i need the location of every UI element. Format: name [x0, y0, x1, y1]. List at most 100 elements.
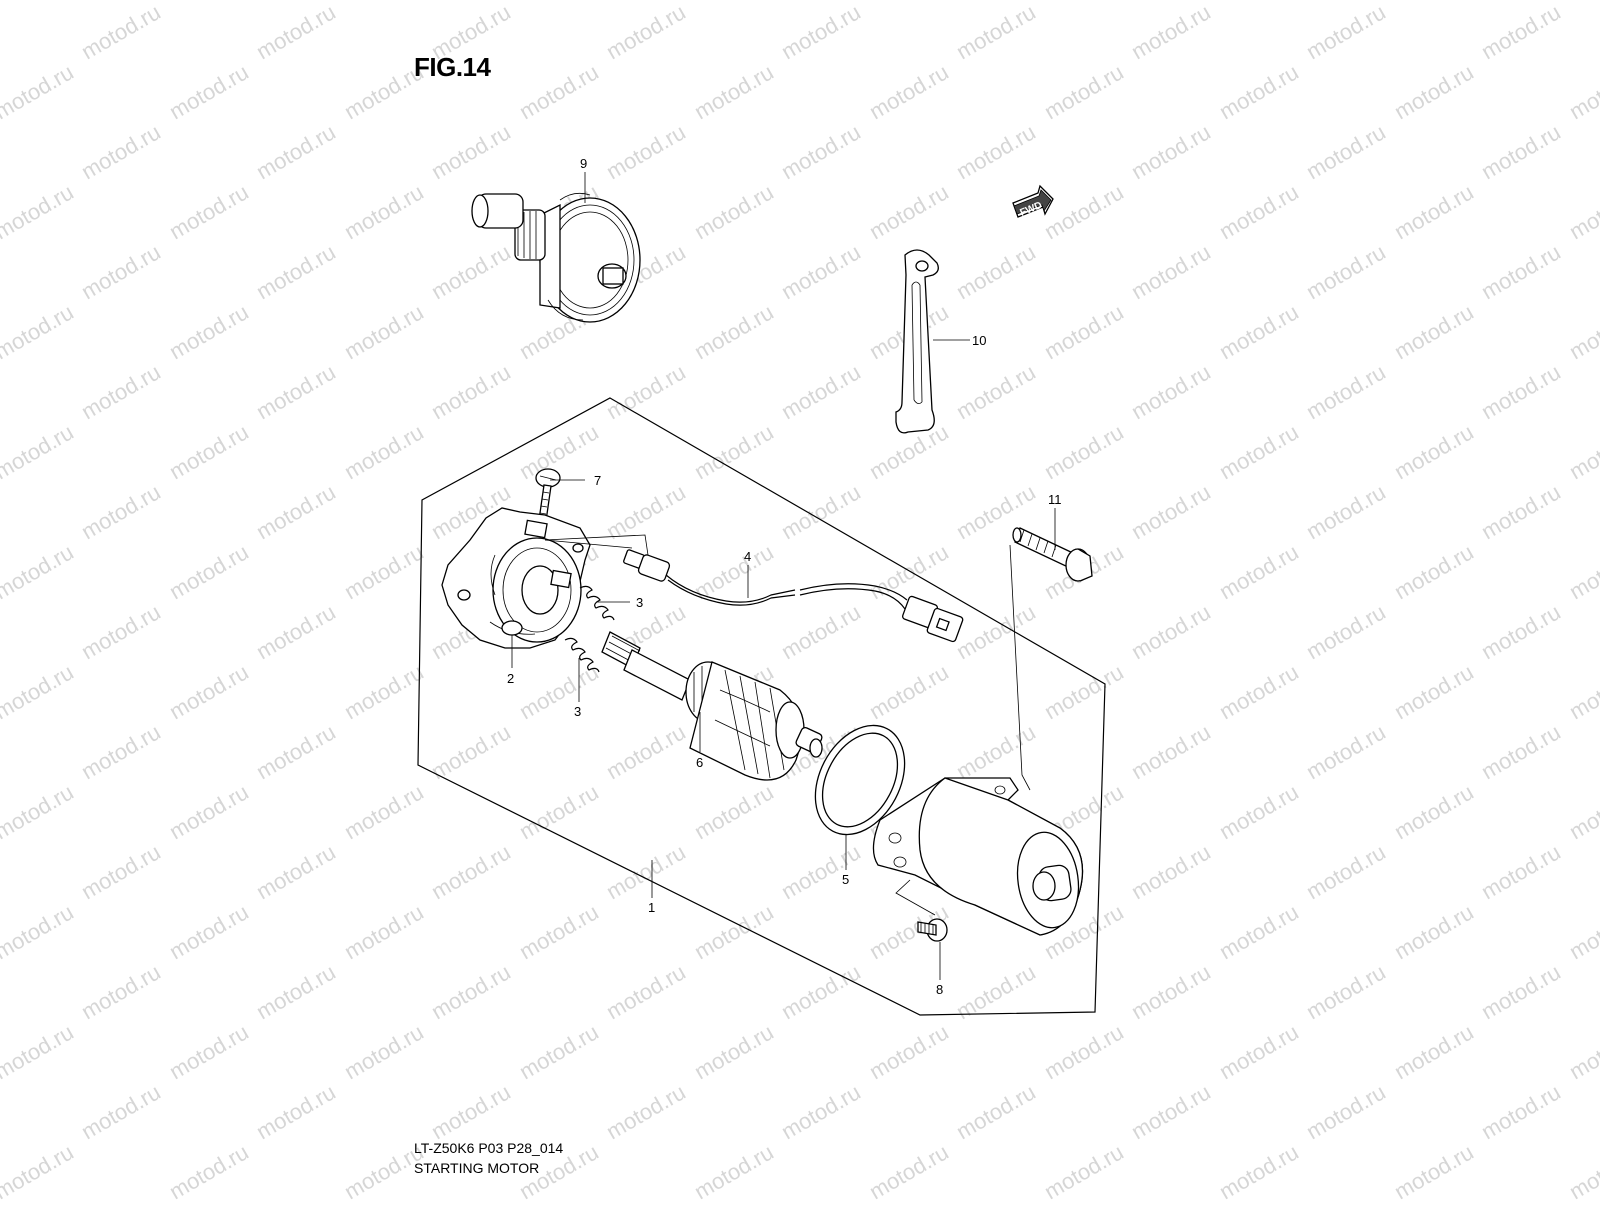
watermark-text: motod.ru	[865, 539, 953, 604]
watermark-text: motod.ru	[1390, 1139, 1478, 1200]
watermark-text: motod.ru	[252, 599, 340, 664]
watermark-text: motod.ru	[690, 0, 778, 4]
watermark-text: motod.ru	[77, 359, 165, 424]
watermark-text: motod.ru	[165, 899, 253, 964]
watermark-text: motod.ru	[340, 659, 428, 724]
part-5-o-ring[interactable]	[797, 710, 922, 850]
watermark-text: motod.ru	[865, 659, 953, 724]
watermark-text: motod.ru	[165, 1019, 253, 1084]
watermark-text: motod.ru	[1302, 839, 1390, 904]
watermark-text: motod.ru	[77, 1079, 165, 1144]
watermark-text: motod.ru	[1302, 119, 1390, 184]
watermark-text: motod.ru	[1477, 119, 1565, 184]
watermark-text: motod.ru	[1127, 0, 1215, 64]
callout-3-lower: 3	[574, 704, 581, 719]
watermark-text: motod.ru	[1477, 479, 1565, 544]
watermark-text: motod.ru	[1215, 299, 1303, 364]
watermark-text: motod.ru	[340, 779, 428, 844]
watermark-text: motod.ru	[427, 359, 515, 424]
watermark-text: motod.ru	[1565, 0, 1600, 4]
watermark-text: motod.ru	[952, 359, 1040, 424]
watermark-text: motod.ru	[777, 599, 865, 664]
watermark-text: motod.ru	[1215, 59, 1303, 124]
watermark-text: motod.ru	[1477, 839, 1565, 904]
watermark-text: motod.ru	[515, 659, 603, 724]
watermark-text: motod.ru	[1390, 539, 1478, 604]
watermark-text: motod.ru	[602, 119, 690, 184]
part-7-screw[interactable]	[535, 468, 561, 522]
watermark-text: motod.ru	[1302, 479, 1390, 544]
part-10-holder[interactable]	[895, 249, 939, 434]
watermark-text: motod.ru	[0, 299, 78, 364]
watermark-text: motod.ru	[0, 0, 78, 4]
part-1-motor-yoke[interactable]	[872, 777, 1084, 936]
watermark-text: motod.ru	[1565, 659, 1600, 724]
watermark-text: motod.ru	[690, 899, 778, 964]
watermark-text: motod.ru	[165, 0, 253, 4]
watermark-text: motod.ru	[1390, 0, 1478, 4]
watermark-text: motod.ru	[77, 959, 165, 1024]
callout-leaders	[511, 172, 1056, 980]
watermark-text: motod.ru	[952, 119, 1040, 184]
watermark-text: motod.ru	[1215, 1019, 1303, 1084]
watermark-text: motod.ru	[865, 179, 953, 244]
part-6-armature[interactable]	[601, 631, 823, 781]
part-4-lead-wire[interactable]	[623, 549, 964, 643]
watermark-text: motod.ru	[1390, 1019, 1478, 1084]
watermark-text: motod.ru	[340, 539, 428, 604]
watermark-text: motod.ru	[1565, 299, 1600, 364]
watermark-text: motod.ru	[1040, 419, 1128, 484]
watermark-text: motod.ru	[952, 1079, 1040, 1144]
watermark-text: motod.ru	[252, 119, 340, 184]
watermark-text: motod.ru	[1215, 899, 1303, 964]
watermark-text: motod.ru	[777, 1079, 865, 1144]
part-2-brush-holder[interactable]	[441, 507, 591, 649]
watermark-text: motod.ru	[1302, 599, 1390, 664]
part-9-starter-clutch[interactable]	[471, 192, 641, 323]
watermark-text: motod.ru	[1390, 59, 1478, 124]
figure-title: FIG.14	[414, 52, 491, 82]
watermark-text: motod.ru	[1040, 1019, 1128, 1084]
watermark-text: motod.ru	[0, 1139, 78, 1200]
watermark-text: motod.ru	[1390, 659, 1478, 724]
watermark-text: motod.ru	[340, 179, 428, 244]
watermark-text: motod.ru	[952, 719, 1040, 784]
watermark-text: motod.ru	[165, 299, 253, 364]
watermark-text: motod.ru	[1565, 419, 1600, 484]
watermark-text: motod.ru	[602, 0, 690, 64]
watermark-text: motod.ru	[952, 599, 1040, 664]
watermark-text: motod.ru	[165, 179, 253, 244]
callout-10: 10	[972, 333, 986, 348]
watermark-text: motod.ru	[77, 0, 165, 64]
watermark-text: motod.ru	[252, 719, 340, 784]
watermark-text: motod.ru	[1390, 299, 1478, 364]
watermark-text: motod.ru	[0, 1019, 78, 1084]
watermark-text: motod.ru	[602, 959, 690, 1024]
watermark-text: motod.ru	[0, 59, 78, 124]
watermark-text: motod.ru	[1477, 359, 1565, 424]
callout-2: 2	[507, 671, 514, 686]
watermark-text: motod.ru	[252, 959, 340, 1024]
watermark-text: motod.ru	[165, 539, 253, 604]
watermark-text: motod.ru	[1040, 659, 1128, 724]
watermark-text: motod.ru	[777, 359, 865, 424]
watermark-text: motod.ru	[340, 1019, 428, 1084]
part-3-spring-upper[interactable]	[579, 585, 615, 621]
watermark-text: motod.ru	[602, 1079, 690, 1144]
watermark-text: motod.ru	[1215, 1139, 1303, 1200]
watermark-text: motod.ru	[1040, 179, 1128, 244]
watermark-text: motod.ru	[690, 299, 778, 364]
watermark-text: motod.ru	[1302, 719, 1390, 784]
part-11-bolt[interactable]	[1009, 527, 1093, 791]
watermark-text: motod.ru	[1215, 539, 1303, 604]
watermark-text: motod.ru	[0, 419, 78, 484]
part-8-screw[interactable]	[895, 879, 948, 942]
watermark-text: motod.ru	[1565, 899, 1600, 964]
watermark-text: motod.ru	[690, 1019, 778, 1084]
part-3-spring-lower[interactable]	[564, 637, 600, 673]
watermark-text: motod.ru	[340, 0, 428, 4]
watermark-text: motod.ru	[1215, 179, 1303, 244]
figure-model-code: LT-Z50K6 P03 P28_014	[414, 1140, 564, 1156]
watermark-text: motod.ru	[77, 119, 165, 184]
watermark-text: motod.ru	[515, 899, 603, 964]
